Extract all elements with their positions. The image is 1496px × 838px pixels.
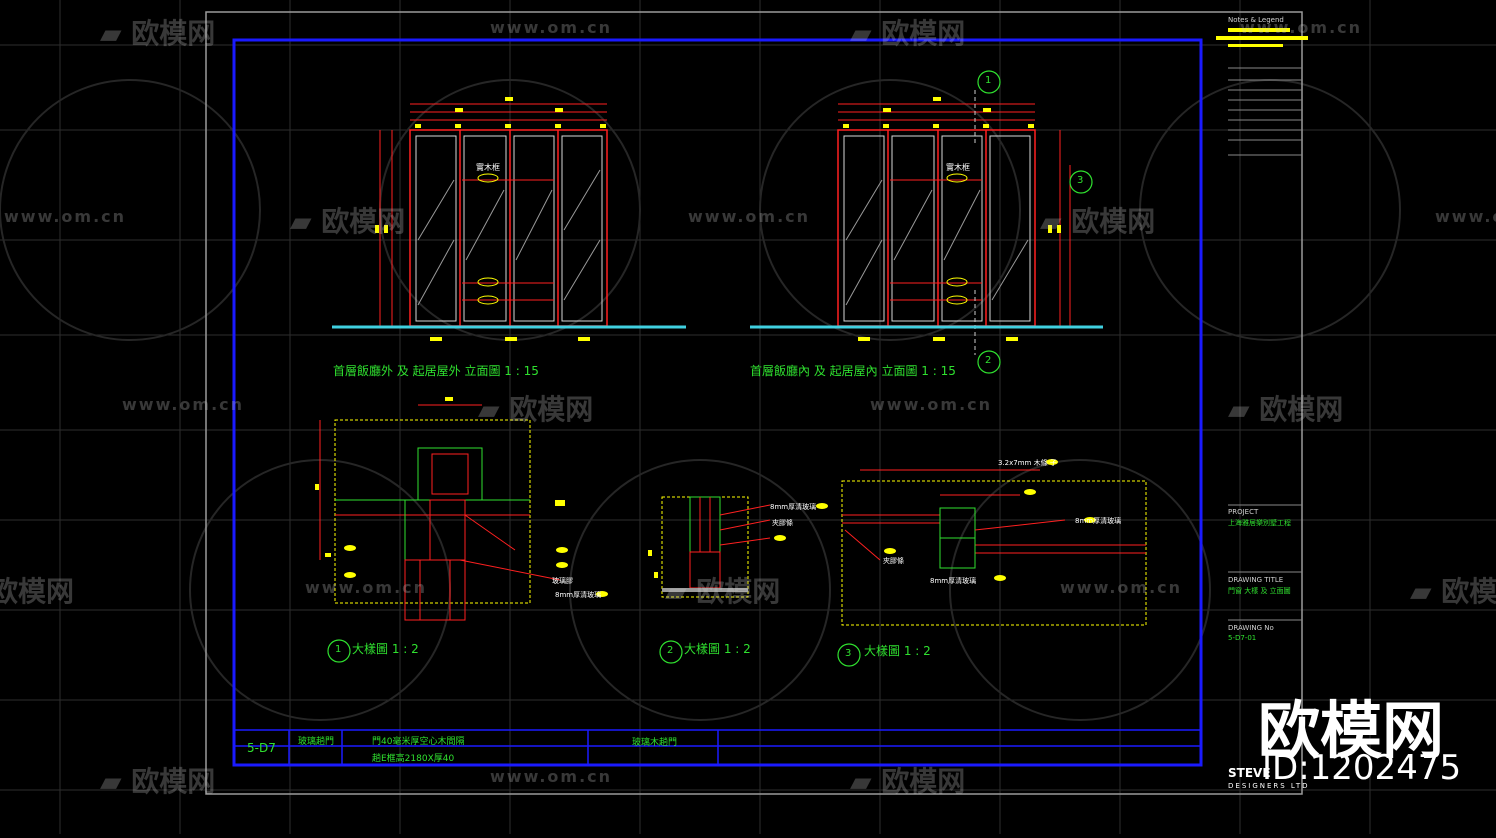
project-value: 上海雅居樂別墅工程 (1228, 519, 1291, 527)
watermark-url: www.om.cn (305, 578, 428, 597)
title-block-heading: Notes & Legend (1228, 16, 1284, 24)
watermark-url: www.om.cn (4, 207, 127, 226)
watermark-brand: 欧模网 (0, 575, 75, 608)
section-marker-2[interactable]: 2 (985, 355, 992, 366)
detail-number-2[interactable]: 2 (667, 645, 674, 656)
detail-3-marks (884, 459, 1096, 581)
door-material-label: 實木框 (476, 163, 500, 172)
drawing-title-value: 門窗 大樣 及 立面圖 (1228, 587, 1291, 595)
detail-number-1[interactable]: 1 (335, 644, 342, 655)
section-marker-3[interactable]: 3 (1077, 175, 1084, 186)
elevation-interior-marks (843, 97, 1061, 341)
watermark-url: www.om.cn (1060, 578, 1183, 597)
asset-id: ID:1202475 (1262, 748, 1462, 788)
note-label: 夾膠條 (772, 519, 793, 527)
note-label: 8mm厚清玻璃 (930, 577, 977, 585)
watermark-url: www.om.cn (1435, 207, 1496, 226)
schedule-code: 5-D7 (247, 741, 276, 755)
project-label: PROJECT (1228, 508, 1259, 516)
watermark-url: www.om.cn (688, 207, 811, 226)
title-block-lines (1228, 67, 1302, 621)
brand-logo: 欧模网 (1258, 694, 1445, 767)
schedule-table (234, 729, 1201, 765)
section-marker-circles (327, 70, 1093, 667)
detail-3-drawing (841, 469, 1147, 626)
watermark-brand: ▰ 欧模网 (100, 17, 216, 50)
watermark-url: www.om.cn (122, 395, 245, 414)
watermark-url: www.om.cn (1240, 18, 1363, 37)
watermark-url: www.om.cn (490, 767, 613, 786)
elevation-caption-interior: 首層飯廳內 及 起居屋內 立面圖 1 : 15 (750, 364, 956, 378)
note-label: 8mm厚清玻璃 (555, 591, 602, 599)
drawing-title-label: DRAWING TITLE (1228, 576, 1284, 584)
elevation-caption-exterior: 首層飯廳外 及 起居屋外 立面圖 1 : 15 (333, 364, 539, 378)
watermark-brand: ▰ 欧模网 (1040, 205, 1156, 238)
detail-2-drawing (661, 496, 771, 598)
elevation-interior (750, 90, 1103, 355)
watermark-brand: ▰ 欧模网 (850, 17, 966, 50)
watermark-brand: ▰ 欧模网 (100, 765, 216, 798)
detail-2-marks (648, 503, 828, 578)
drawing-no-label: DRAWING No (1228, 624, 1274, 632)
note-label: 夾膠條 (883, 557, 904, 565)
watermark-url: www.om.cn (870, 395, 993, 414)
detail-caption-2: 大樣圖 1 : 2 (684, 642, 751, 656)
company-subtitle: DESIGNERS LTD (1228, 782, 1310, 790)
section-marker-1[interactable]: 1 (985, 75, 992, 86)
detail-1-drawing (319, 404, 561, 621)
sheet-border (205, 11, 1303, 795)
watermark-brand: ▰ 欧模网 (665, 575, 781, 608)
note-label: 玻璃膠 (552, 577, 573, 585)
watermark-brand: ▰ 欧模网 (1410, 575, 1496, 608)
drawing-no-value: 5-D7-01 (1228, 634, 1257, 642)
elevation-exterior-marks (375, 97, 606, 341)
note-label: 8mm厚清玻璃 (770, 503, 817, 511)
detail-caption-1: 大樣圖 1 : 2 (352, 642, 419, 656)
detail-1-marks (315, 397, 608, 597)
note-label: 8mm厚清玻璃 (1075, 517, 1122, 525)
watermark-brand: ▰ 欧模网 (478, 393, 594, 426)
door-material-label: 實木框 (946, 163, 970, 172)
schedule-cell: 玻璃趟門 (298, 737, 335, 747)
schedule-cell: 玻璃木趟門 (632, 738, 678, 748)
detail-number-3[interactable]: 3 (845, 648, 852, 659)
note-label: 3.2x7mm 木條 子 (998, 459, 1057, 467)
watermark-url: www.om.cn (490, 18, 613, 37)
watermark-brand: ▰ 欧模网 (850, 765, 966, 798)
watermark-brand: ▰ 欧模网 (290, 205, 406, 238)
title-block-bars (1216, 28, 1308, 47)
watermark-brand: ▰ 欧模网 (1228, 393, 1344, 426)
schedule-cell: 趟E框高2180X厚40 (372, 754, 455, 764)
schedule-cell: 門40毫米厚空心木間隔 (372, 737, 465, 747)
elevation-exterior (332, 103, 686, 329)
detail-caption-3: 大樣圖 1 : 2 (864, 644, 931, 658)
company-name: STEVE (1228, 766, 1271, 780)
